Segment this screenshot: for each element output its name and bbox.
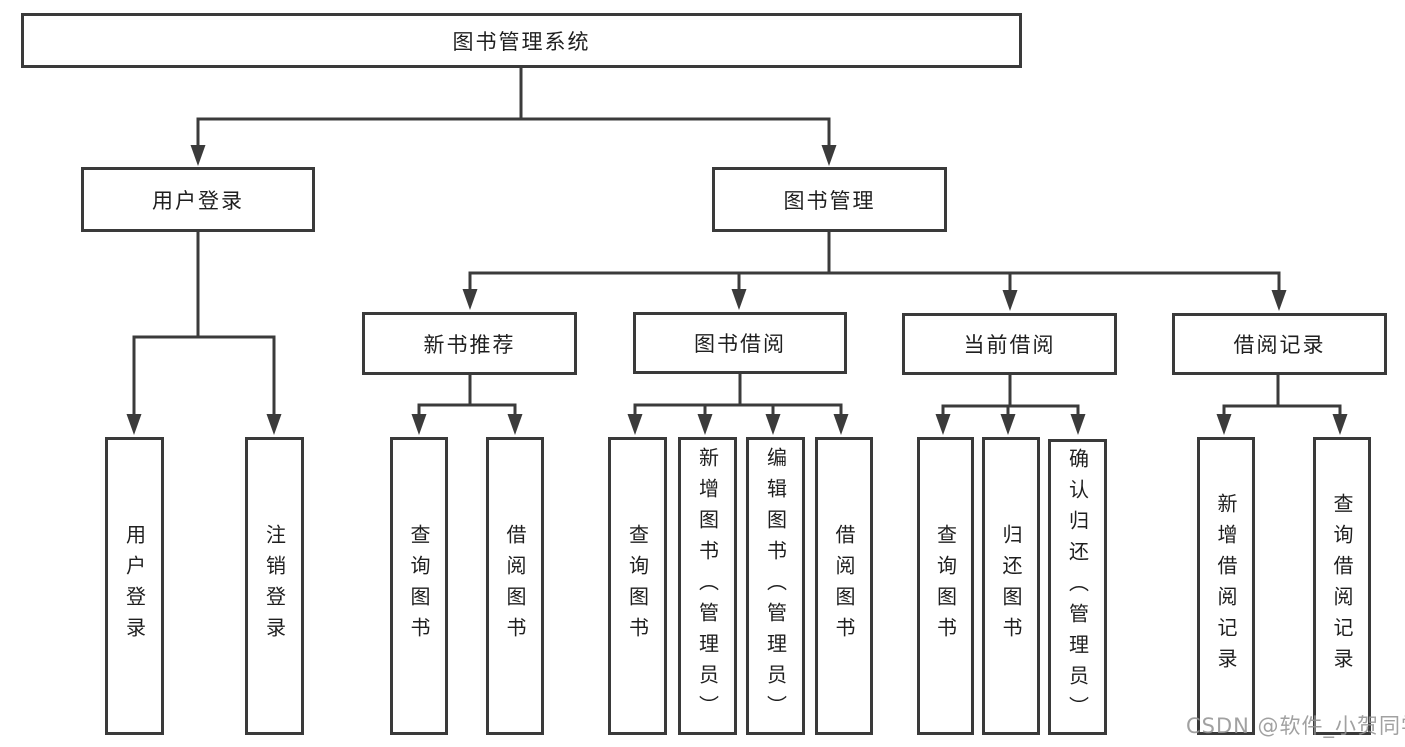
node-new-book-recommend-group: 新书推荐	[362, 312, 577, 375]
node-user-login-group: 用户登录	[81, 167, 315, 232]
node-label: 归还图书	[999, 524, 1023, 648]
arrowhead-icon	[821, 145, 837, 166]
node-label: 新增借阅记录	[1214, 493, 1238, 679]
arrowhead-icon	[1002, 290, 1018, 311]
node-add-borrow-record-leaf: 新增借阅记录	[1197, 437, 1255, 735]
arrowhead-icon	[190, 145, 206, 166]
node-current-query-books-leaf: 查询图书	[917, 437, 974, 735]
arrowhead-icon	[627, 414, 643, 435]
node-book-borrow-group: 图书借阅	[633, 312, 847, 374]
node-label: 查询图书	[625, 524, 650, 648]
arrowhead-icon	[1000, 414, 1016, 435]
node-label: 借阅图书	[832, 524, 856, 648]
node-current-borrow-group: 当前借阅	[902, 313, 1117, 375]
arrowhead-icon	[697, 414, 713, 435]
node-label: 查询图书	[933, 524, 958, 648]
node-add-books-admin-leaf: 新增图书（管理员）	[678, 437, 737, 735]
node-label: 当前借阅	[963, 333, 1056, 357]
node-label: 新书推荐	[423, 332, 516, 357]
arrowhead-icon	[126, 414, 142, 435]
arrowhead-icon	[1271, 290, 1287, 311]
node-library-system-root: 图书管理系统	[21, 13, 1022, 68]
arrowhead-icon	[935, 414, 951, 435]
arrowhead-icon	[507, 414, 523, 435]
arrowhead-icon	[1216, 414, 1232, 435]
node-label: 新增图书（管理员）	[695, 446, 720, 726]
node-label: 借阅图书	[503, 524, 527, 648]
arrowhead-icon	[266, 414, 282, 435]
arrowhead-icon	[411, 414, 427, 435]
node-confirm-return-admin-leaf: 确认归还（管理员）	[1048, 439, 1107, 735]
arrowhead-icon	[462, 289, 478, 310]
arrowhead-icon	[1070, 414, 1086, 435]
node-return-books-leaf: 归还图书	[982, 437, 1040, 735]
node-label: 图书管理	[783, 188, 876, 213]
node-query-borrow-record-leaf: 查询借阅记录	[1313, 437, 1371, 735]
node-borrow-records-group: 借阅记录	[1172, 313, 1387, 375]
node-label: 确认归还（管理员）	[1065, 447, 1090, 727]
node-rec-borrow-books-leaf: 借阅图书	[486, 437, 544, 735]
node-label: 图书借阅	[694, 332, 786, 356]
node-logout-leaf: 注销登录	[245, 437, 304, 735]
node-borrow-query-books-leaf: 查询图书	[608, 437, 667, 735]
node-book-management-group: 图书管理	[712, 167, 947, 232]
arrowhead-icon	[731, 289, 747, 310]
node-label: 编辑图书（管理员）	[763, 446, 788, 726]
node-label: 查询借阅记录	[1330, 493, 1354, 679]
watermark-text: CSDN @软件_小贺同学	[1186, 714, 1405, 738]
arrowhead-icon	[765, 414, 781, 435]
node-borrow-books-leaf: 借阅图书	[815, 437, 873, 735]
node-label: 注销登录	[262, 524, 287, 648]
node-label: 借阅记录	[1233, 333, 1326, 357]
node-label: 图书管理系统	[452, 29, 591, 54]
node-label: 用户登录	[152, 188, 244, 213]
node-rec-query-books-leaf: 查询图书	[390, 437, 448, 735]
node-label: 用户登录	[122, 524, 147, 648]
arrowhead-icon	[1332, 414, 1348, 435]
arrowhead-icon	[833, 414, 849, 435]
node-user-login-leaf: 用户登录	[105, 437, 164, 735]
node-label: 查询图书	[407, 524, 431, 648]
node-edit-books-admin-leaf: 编辑图书（管理员）	[746, 437, 805, 735]
